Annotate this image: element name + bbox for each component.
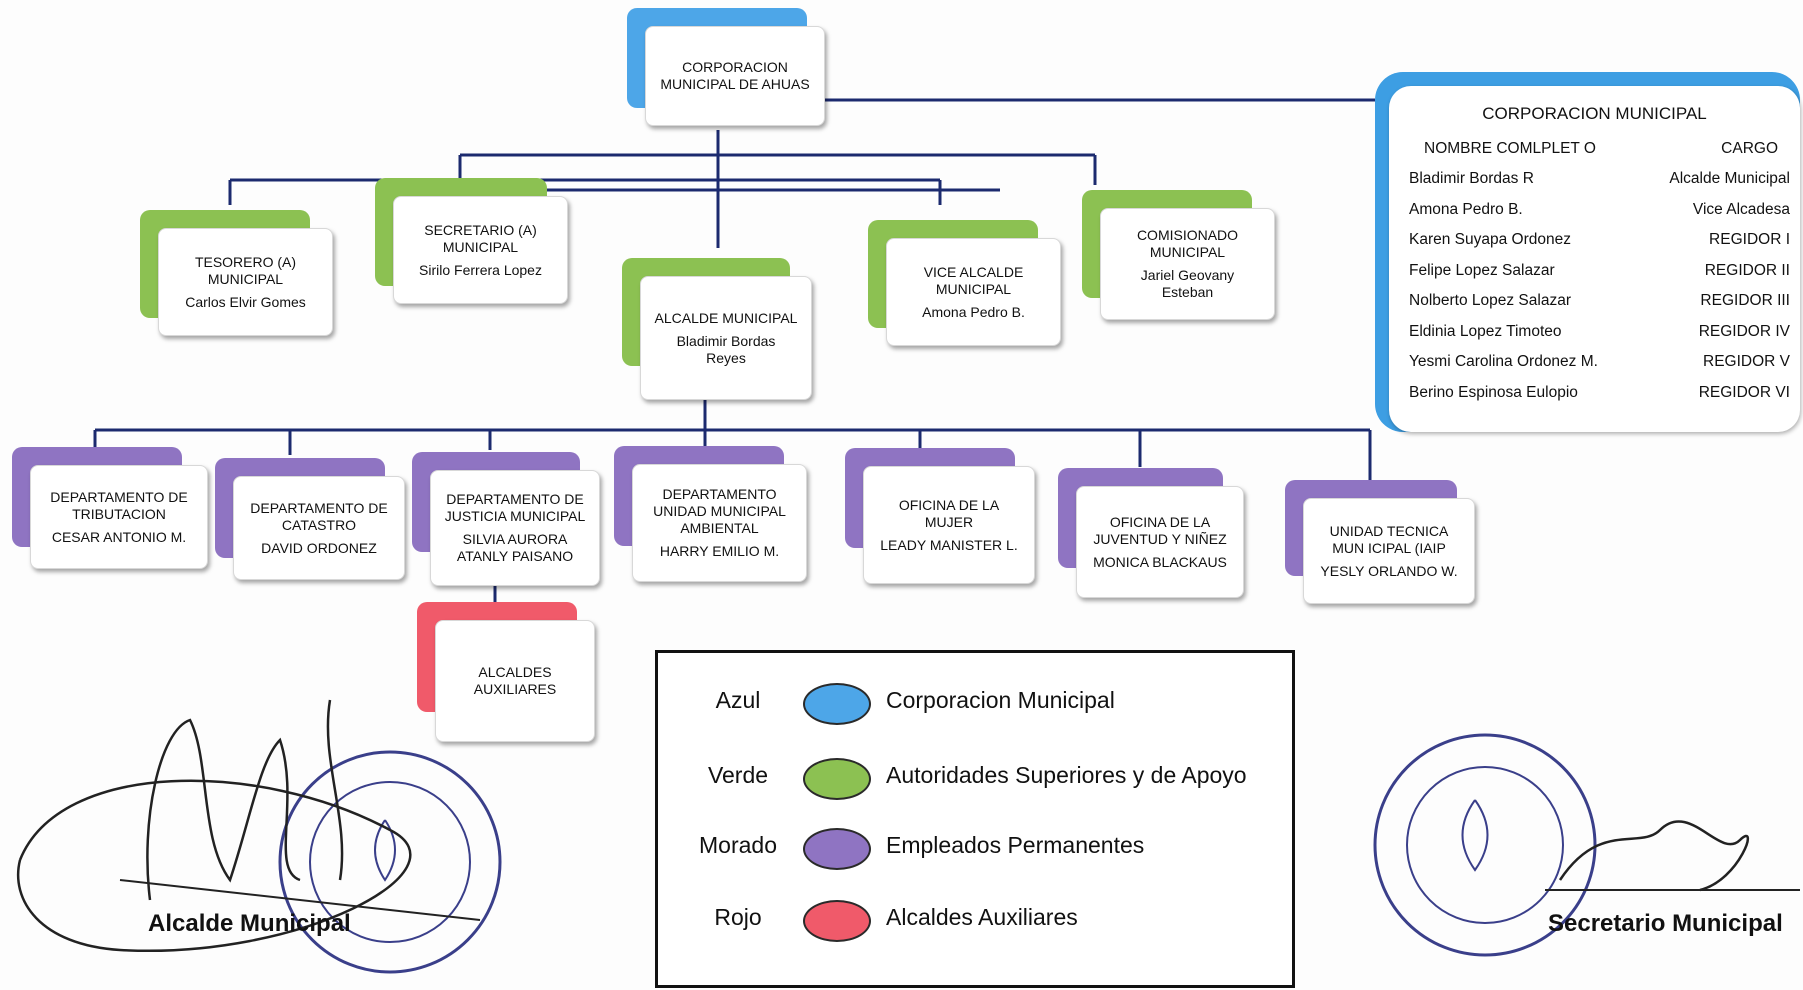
card-front: DEPARTAMENTO UNIDAD MUNICIPAL AMBIENTAL … <box>632 464 807 582</box>
member-name: Nolberto Lopez Salazar <box>1409 292 1571 309</box>
member-name: Berino Espinosa Eulopio <box>1409 383 1578 401</box>
legend-description: Corporacion Municipal <box>886 687 1115 713</box>
right-seal <box>1373 733 1597 957</box>
left-signature <box>16 699 481 953</box>
member-cargo: REGIDOR II <box>1704 261 1790 279</box>
card-person: LEADY MANISTER L. <box>880 536 1018 553</box>
member-cargo: Vice Alcadesa <box>1692 200 1790 218</box>
card-person: Bladimir Bordas Reyes <box>676 332 776 366</box>
table-header-row: NOMBRE COMLPLET O CARGO <box>1389 140 1800 170</box>
card-title: ALCALDE MUNICIPAL <box>654 309 798 326</box>
table-row: Eldinia Lopez Timoteo REGIDOR IV <box>1389 323 1800 353</box>
legend-description: Empleados Permanentes <box>886 832 1145 858</box>
card-front: CORPORACION MUNICIPAL DE AHUAS <box>645 26 825 126</box>
card-front: VICE ALCALDE MUNICIPAL Amona Pedro B. <box>886 238 1061 346</box>
card-front: DEPARTAMENTO DE JUSTICIA MUNICIPAL SILVI… <box>430 470 600 586</box>
table-title: CORPORACION MUNICIPAL <box>1482 104 1707 123</box>
card-title: DEPARTAMENTO UNIDAD MUNICIPAL AMBIENTAL <box>653 486 786 536</box>
legend-item: Azul Corporacion Municipal <box>658 673 1298 733</box>
card-person: Jariel Geovany Esteban <box>1140 267 1235 300</box>
member-name: Yesmi Carolina Ordonez M. <box>1409 353 1598 370</box>
right-signature <box>1545 820 1800 892</box>
header-name: NOMBRE COMLPLET O <box>1424 140 1596 157</box>
legend-swatch <box>803 900 871 942</box>
member-name: Eldinia Lopez Timoteo <box>1409 322 1562 340</box>
card-front: SECRETARIO (A) MUNICIPAL Sirilo Ferrera … <box>393 196 568 304</box>
table-row: Yesmi Carolina Ordonez M. REGIDOR V <box>1389 353 1800 383</box>
table-row: Bladimir Bordas R Alcalde Municipal <box>1389 170 1800 200</box>
member-cargo: Alcalde Municipal <box>1669 170 1790 187</box>
card-person: YESLY ORLANDO W. <box>1320 562 1458 579</box>
card-front: ALCALDE MUNICIPAL Bladimir Bordas Reyes <box>640 276 812 400</box>
card-title: ALCALDES AUXILIARES <box>473 664 557 697</box>
card-front: COMISIONADO MUNICIPAL Jariel Geovany Est… <box>1100 208 1275 320</box>
card-front: DEPARTAMENTO DE TRIBUTACION CESAR ANTONI… <box>30 465 208 569</box>
card-title: CORPORACION MUNICIPAL DE AHUAS <box>660 59 810 92</box>
member-cargo: REGIDOR IV <box>1698 322 1790 340</box>
card-person: HARRY EMILIO M. <box>659 543 780 559</box>
card-title: DEPARTAMENTO DE JUSTICIA MUNICIPAL <box>444 491 586 524</box>
legend-swatch <box>803 758 871 800</box>
legend-swatch <box>803 828 871 870</box>
table-row: Nolberto Lopez Salazar REGIDOR III <box>1389 292 1800 322</box>
legend-swatch <box>803 683 871 725</box>
table-row: Amona Pedro B. Vice Alcadesa <box>1389 201 1800 231</box>
card-title: COMISIONADO MUNICIPAL <box>1136 227 1239 260</box>
card-front: OFICINA DE LA MUJER LEADY MANISTER L. <box>863 466 1035 584</box>
card-title: TESORERO (A) MUNICIPAL <box>194 253 297 287</box>
legend-item: Morado Empleados Permanentes <box>658 818 1298 878</box>
member-name: Karen Suyapa Ordonez <box>1409 231 1571 248</box>
table-row: Berino Espinosa Eulopio REGIDOR VI <box>1389 384 1800 414</box>
card-title: DEPARTAMENTO DE CATASTRO <box>250 499 388 533</box>
table-front: CORPORACION MUNICIPAL NOMBRE COMLPLET O … <box>1389 86 1800 432</box>
legend-item: Rojo Alcaldes Auxiliares <box>658 890 1298 950</box>
card-front: DEPARTAMENTO DE CATASTRO DAVID ORDONEZ <box>233 476 405 580</box>
legend-color-name: Rojo <box>714 904 762 930</box>
member-name: Bladimir Bordas R <box>1409 170 1534 187</box>
table-row: Felipe Lopez Salazar REGIDOR II <box>1389 262 1800 292</box>
card-front: OFICINA DE LA JUVENTUD Y NIÑEZ MONICA BL… <box>1076 486 1244 598</box>
corporacion-members-table: CORPORACION MUNICIPAL NOMBRE COMLPLET O … <box>1375 72 1800 432</box>
card-front: TESORERO (A) MUNICIPAL Carlos Elvir Gome… <box>158 228 333 336</box>
member-cargo: REGIDOR VI <box>1698 383 1790 401</box>
card-person: SILVIA AURORA ATANLY PAISANO <box>456 531 574 564</box>
card-title: SECRETARIO (A) MUNICIPAL <box>424 221 537 255</box>
left-seal <box>278 750 502 974</box>
alcalde-signature-label: Alcalde Municipal <box>148 910 351 937</box>
secretario-signature-label: Secretario Municipal <box>1548 910 1783 937</box>
card-person: Amona Pedro B. <box>922 303 1025 320</box>
legend-item: Verde Autoridades Superiores y de Apoyo <box>658 748 1298 808</box>
card-person: MONICA BLACKAUS <box>1093 553 1227 570</box>
card-title: VICE ALCALDE MUNICIPAL <box>923 263 1024 297</box>
card-person: DAVID ORDONEZ <box>261 539 377 556</box>
card-title: DEPARTAMENTO DE TRIBUTACION <box>50 488 188 522</box>
card-title: OFICINA DE LA JUVENTUD Y NIÑEZ <box>1093 513 1227 547</box>
member-name: Felipe Lopez Salazar <box>1409 261 1555 279</box>
legend-color-name: Morado <box>699 832 777 858</box>
card-person: Carlos Elvir Gomes <box>185 293 306 310</box>
legend-color-name: Azul <box>715 687 761 713</box>
card-title: UNIDAD TECNICA MUN ICIPAL (IAIP <box>1329 522 1449 556</box>
card-title: OFICINA DE LA MUJER <box>898 496 1000 530</box>
card-person: Sirilo Ferrera Lopez <box>419 261 542 278</box>
card-front: ALCALDES AUXILIARES <box>435 620 595 742</box>
table-row: Karen Suyapa Ordonez REGIDOR I <box>1389 231 1800 261</box>
legend-description: Autoridades Superiores y de Apoyo <box>886 762 1247 788</box>
header-cargo: CARGO <box>1721 140 1778 157</box>
card-person: CESAR ANTONIO M. <box>51 528 187 545</box>
legend-description: Alcaldes Auxiliares <box>886 904 1078 930</box>
member-name: Amona Pedro B. <box>1409 200 1523 218</box>
member-cargo: REGIDOR III <box>1700 292 1790 309</box>
legend-color-name: Verde <box>707 762 769 788</box>
member-cargo: REGIDOR V <box>1703 353 1790 370</box>
member-cargo: REGIDOR I <box>1709 231 1790 248</box>
card-front: UNIDAD TECNICA MUN ICIPAL (IAIP YESLY OR… <box>1303 498 1475 604</box>
